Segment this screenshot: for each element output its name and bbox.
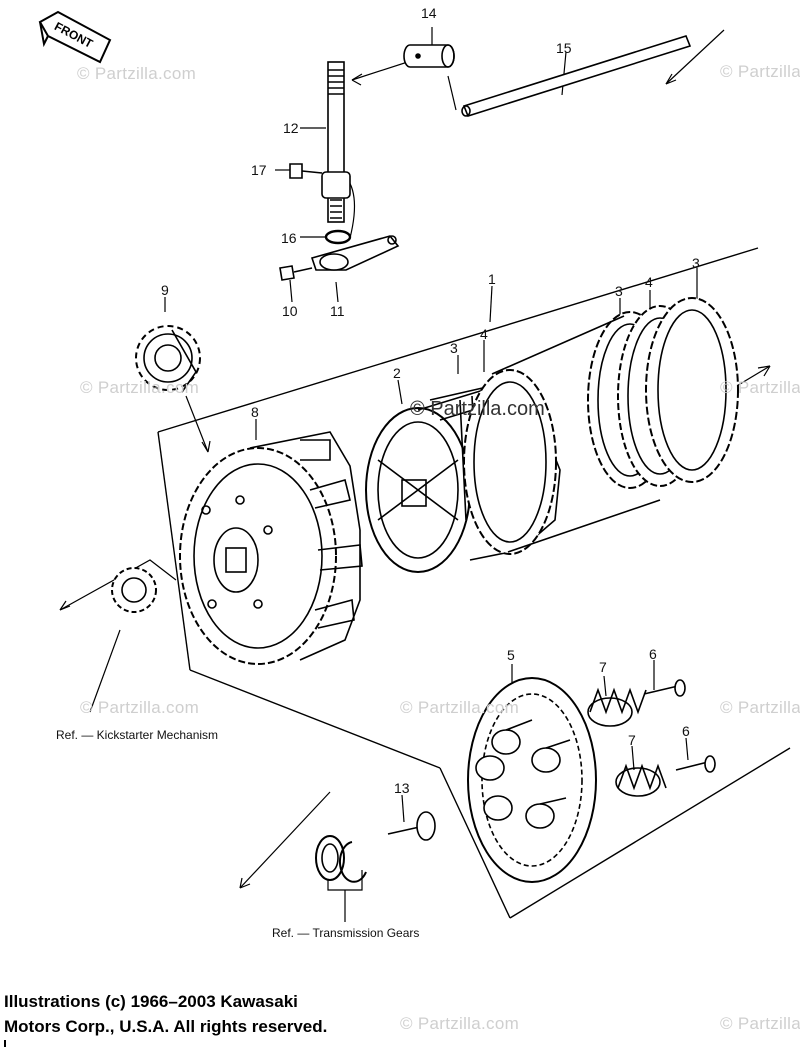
watermark: © Partzilla.com (77, 64, 197, 83)
part-6-bolts (643, 679, 716, 773)
callout-14: 14 (421, 5, 437, 21)
watermark: © Partzilla.com (720, 698, 800, 717)
callout-10: 10 (282, 303, 298, 319)
callout-2: 2 (393, 365, 401, 381)
part-15-pushrod (461, 35, 692, 117)
part-14-sleeve (403, 44, 455, 68)
callout-13: 13 (394, 780, 410, 796)
front-arrow-icon (38, 10, 112, 64)
callout-3a: 3 (450, 340, 458, 356)
callout-5: 5 (507, 647, 515, 663)
callout-6a: 6 (649, 646, 657, 662)
part-3-4-plates (463, 297, 739, 555)
copyright-line-2: Motors Corp., U.S.A. All rights reserved… (4, 1017, 328, 1036)
part-12-shaft (321, 61, 351, 223)
callout-6b: 6 (682, 723, 690, 739)
callout-3c: 3 (692, 255, 700, 271)
part-13-pin (387, 811, 436, 841)
ref-kickstarter: Ref. — Kickstarter Mechanism (56, 728, 219, 742)
part-8-housing (179, 431, 363, 665)
watermark: © Partzilla.com (400, 698, 520, 717)
part-5-pressure-plate (467, 677, 597, 883)
watermark: © Partzilla.com (720, 378, 800, 397)
callout-4a: 4 (480, 326, 488, 342)
part-16-oring (324, 229, 352, 245)
callout-11: 11 (330, 303, 345, 319)
watermark-center: © Partzilla.com (410, 398, 545, 420)
kickstarter-gear (111, 567, 157, 613)
callout-3b: 3 (615, 283, 623, 299)
part-11-lever (310, 235, 400, 271)
callout-8: 8 (251, 404, 259, 420)
callout-7b: 7 (628, 732, 636, 748)
part-7-springs (587, 687, 667, 797)
callout-12: 12 (283, 120, 299, 136)
assembly-frame (157, 247, 791, 919)
watermark: © Partzilla.com (720, 1014, 800, 1033)
transmission-rings (315, 835, 367, 883)
part-10-bolt (279, 265, 313, 281)
watermark: © Partzilla.com (80, 378, 200, 397)
callout-4b: 4 (645, 274, 653, 290)
watermark: © Partzilla.com (400, 1014, 520, 1033)
part-17-bolt (289, 163, 323, 179)
watermark: © Partzilla.com (720, 62, 800, 81)
callout-9: 9 (161, 282, 169, 298)
part-9-gear (135, 325, 201, 393)
copyright-line-1: Illustrations (c) 1966–2003 Kawasaki (4, 992, 298, 1011)
watermark: © Partzilla.com (80, 698, 200, 717)
callout-1: 1 (488, 271, 496, 287)
callout-17: 17 (251, 162, 267, 178)
ref-transmission: Ref. — Transmission Gears (272, 926, 420, 940)
callout-7a: 7 (599, 659, 607, 675)
callout-16: 16 (281, 230, 297, 246)
callout-15: 15 (556, 40, 572, 56)
